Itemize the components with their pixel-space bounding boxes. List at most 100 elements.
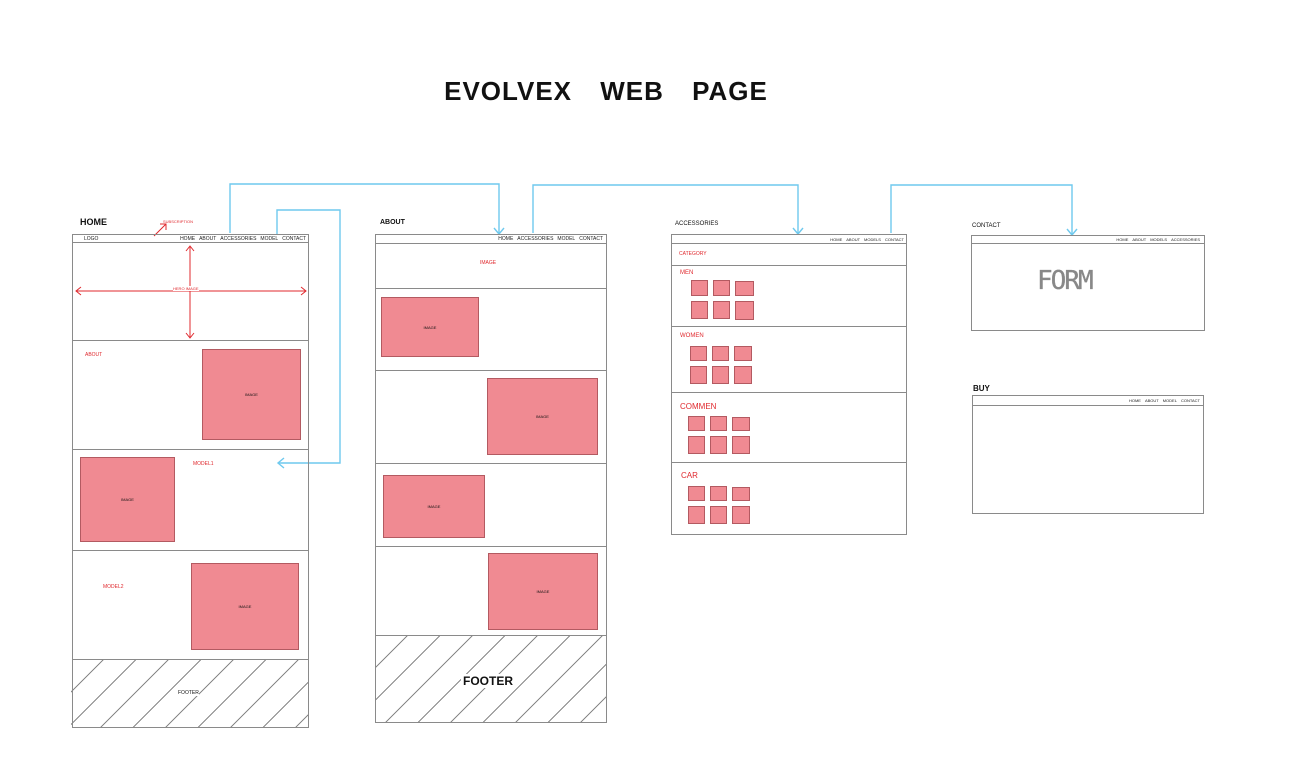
arrow-model-to-model1	[276, 209, 341, 464]
product-thumbnail	[732, 487, 750, 501]
category-label: CATEGORY	[679, 251, 707, 257]
home-nav-model[interactable]: MODEL	[260, 236, 279, 242]
product-thumbnail	[732, 436, 750, 454]
home-nav-contact[interactable]: CONTACT	[282, 236, 306, 242]
contact-form-placeholder[interactable]: FORM	[1037, 266, 1094, 296]
about-image-1: IMAGE	[381, 297, 479, 357]
men-label: MEN	[680, 270, 694, 276]
about-nav-accessories[interactable]: ACCESSORIES	[517, 236, 554, 242]
product-thumbnail	[691, 301, 708, 319]
home-nav-home[interactable]: HOME	[180, 236, 196, 242]
buy-nav-about[interactable]: ABOUT	[1144, 398, 1159, 403]
product-thumbnail	[688, 416, 705, 431]
home-model2-image: IMAGE	[191, 563, 299, 650]
about-hero-image-label: IMAGE	[480, 260, 497, 266]
buy-frame-label: BUY	[973, 384, 990, 393]
about-image-3: IMAGE	[383, 475, 485, 538]
section-divider	[672, 326, 906, 327]
product-thumbnail	[690, 346, 707, 361]
arrow-about-to-accessories	[532, 184, 799, 234]
product-thumbnail	[690, 366, 707, 384]
section-divider	[73, 449, 308, 450]
page-title: EVOLVEX WEB PAGE	[444, 76, 768, 106]
section-divider	[73, 550, 308, 551]
section-divider	[672, 243, 906, 244]
contact-frame-label: CONTACT	[972, 223, 1001, 229]
section-divider	[973, 405, 1203, 406]
acc-nav-models[interactable]: MODELS	[864, 237, 881, 242]
product-thumbnail	[710, 506, 727, 524]
buy-nav-contact[interactable]: CONTACT	[1180, 398, 1200, 403]
women-label: WOMEN	[680, 333, 704, 339]
home-about-image: IMAGE	[202, 349, 301, 440]
section-divider	[672, 392, 906, 393]
product-thumbnail	[710, 416, 727, 431]
about-image-4: IMAGE	[488, 553, 598, 630]
acc-nav-contact[interactable]: CONTACT	[884, 237, 904, 242]
home-frame-label: HOME	[80, 217, 107, 227]
section-divider	[376, 463, 606, 464]
acc-nav-about[interactable]: ABOUT	[846, 237, 861, 242]
buy-nav-home[interactable]: HOME	[1128, 398, 1141, 403]
product-thumbnail	[732, 417, 750, 431]
car-label: CAR	[681, 471, 698, 480]
section-divider	[73, 242, 308, 243]
women-grid	[690, 346, 756, 386]
product-thumbnail	[732, 506, 750, 524]
product-thumbnail	[712, 346, 729, 361]
section-divider	[376, 370, 606, 371]
section-divider	[376, 243, 606, 244]
accessories-frame-label: ACCESSORIES	[675, 221, 719, 227]
about-image-2: IMAGE	[487, 378, 598, 455]
product-thumbnail	[713, 280, 730, 296]
section-divider	[376, 546, 606, 547]
product-thumbnail	[735, 301, 754, 320]
product-thumbnail	[710, 486, 727, 501]
arrow-home-to-about	[229, 183, 500, 234]
buy-nav-model[interactable]: MODEL	[1162, 398, 1177, 403]
product-thumbnail	[734, 346, 752, 361]
product-thumbnail	[688, 506, 705, 524]
product-thumbnail	[735, 281, 754, 296]
section-divider	[376, 288, 606, 289]
home-model1-label: MODEL1	[193, 461, 214, 467]
acc-nav-home[interactable]: HOME	[830, 237, 843, 242]
product-thumbnail	[712, 366, 729, 384]
contact-nav-accessories[interactable]: ACCESSORIES	[1171, 237, 1200, 242]
about-nav-model[interactable]: MODEL	[557, 236, 576, 242]
contact-nav-models[interactable]: MODELS	[1150, 237, 1168, 242]
section-divider	[376, 635, 606, 636]
commen-grid	[688, 416, 754, 456]
about-nav-home[interactable]: HOME	[498, 236, 514, 242]
about-nav-contact[interactable]: CONTACT	[579, 236, 603, 242]
product-thumbnail	[688, 436, 705, 454]
subscription-note: SUBSCRIPTION	[163, 219, 194, 224]
hero-arrows	[75, 245, 307, 339]
home-nav-accessories[interactable]: ACCESSORIES	[220, 236, 257, 242]
product-thumbnail	[713, 301, 730, 319]
arrow-accessories-to-contact	[890, 184, 1073, 235]
section-divider	[972, 243, 1204, 244]
section-divider	[73, 659, 308, 660]
hero-image-label: HERO IMAGE	[173, 286, 199, 291]
home-nav-about[interactable]: ABOUT	[199, 236, 217, 242]
home-about-label: ABOUT	[85, 352, 103, 358]
contact-nav-about[interactable]: ABOUT	[1132, 237, 1147, 242]
product-thumbnail	[691, 280, 708, 296]
product-thumbnail	[710, 436, 727, 454]
product-thumbnail	[734, 366, 752, 384]
car-grid	[688, 486, 754, 526]
home-footer: FOOTER	[71, 660, 308, 728]
contact-nav-home[interactable]: HOME	[1116, 237, 1129, 242]
men-grid	[691, 280, 757, 322]
